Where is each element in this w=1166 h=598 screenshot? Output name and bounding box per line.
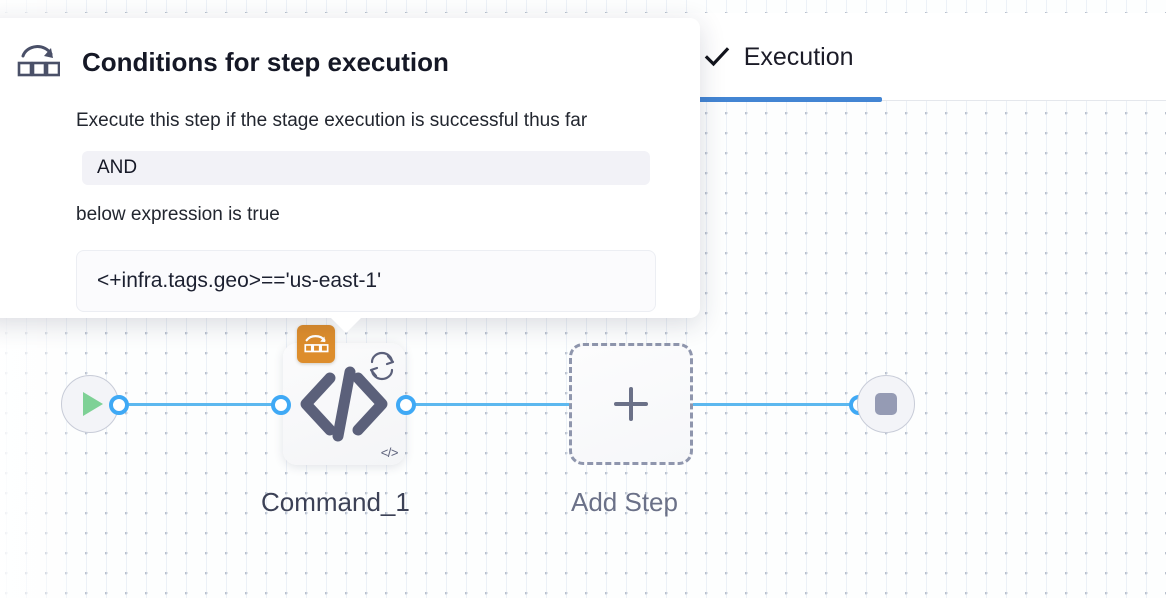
popover-condition-line-2: below expression is true <box>76 204 280 225</box>
pipeline-start-node[interactable] <box>61 375 119 433</box>
pipeline-end-node[interactable] <box>857 375 915 433</box>
mini-code-icon: </> <box>380 445 399 460</box>
step-node-label: Command_1 <box>261 487 410 517</box>
loop-icon[interactable] <box>367 351 397 381</box>
port-step-out[interactable] <box>396 395 416 415</box>
add-step-label: Add Step <box>571 487 678 517</box>
code-icon <box>283 343 405 465</box>
port-start-out[interactable] <box>109 395 129 415</box>
popover-tail <box>330 317 362 333</box>
port-step-in[interactable] <box>271 395 291 415</box>
tab-execution[interactable]: Execution <box>675 13 882 102</box>
add-step-button[interactable] <box>569 343 693 465</box>
plus-icon-vertical <box>629 387 633 421</box>
popover-header: Conditions for step execution <box>16 40 449 85</box>
operator-select[interactable]: AND <box>82 151 650 185</box>
tab-execution-label: Execution <box>743 42 854 71</box>
stop-icon <box>875 393 897 415</box>
conditional-execution-icon-dark <box>16 40 61 85</box>
edge-start-to-step[interactable] <box>104 403 294 406</box>
popover-condition-line-1: Execute this step if the stage execution… <box>76 110 588 131</box>
step-node-command[interactable]: </> <box>283 343 405 465</box>
conditions-popover: Conditions for step execution Execute th… <box>0 18 700 318</box>
expression-field[interactable]: <+infra.tags.geo>=='us-east-1' <box>76 250 656 312</box>
popover-title: Conditions for step execution <box>82 47 449 77</box>
check-icon <box>704 44 730 70</box>
play-icon <box>83 392 103 416</box>
